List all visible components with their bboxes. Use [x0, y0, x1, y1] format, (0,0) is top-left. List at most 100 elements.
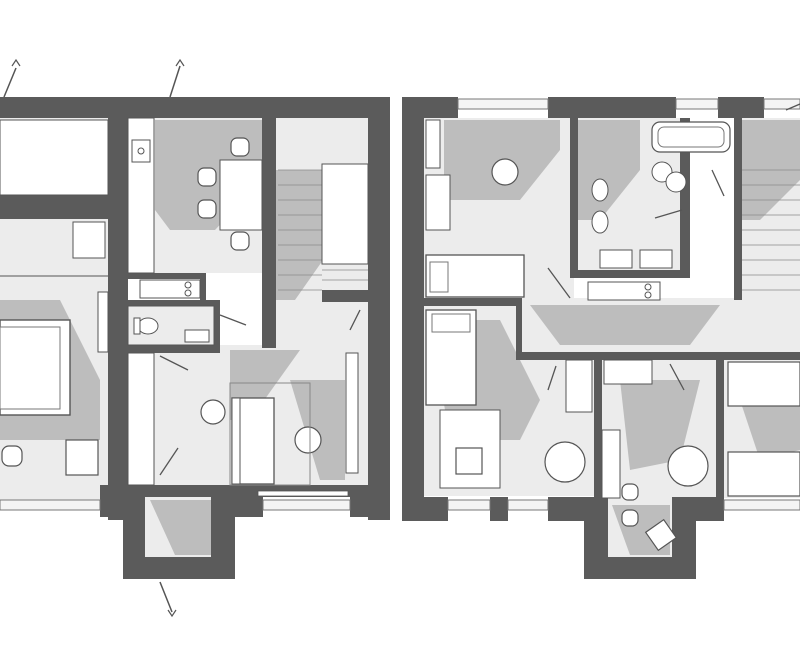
section-arrow-icon	[3, 58, 21, 98]
round-table-icon	[667, 445, 709, 487]
window	[262, 499, 351, 511]
window	[447, 499, 491, 511]
pillow	[431, 313, 471, 333]
sink-icon	[131, 139, 151, 163]
wall	[594, 352, 602, 557]
wall	[128, 300, 220, 306]
wall	[584, 557, 696, 579]
wall	[548, 97, 676, 118]
shelf-unit	[603, 359, 653, 385]
section-arrow-icon	[547, 267, 571, 299]
wall	[402, 97, 458, 118]
chair-icon	[621, 509, 639, 527]
window	[763, 98, 800, 110]
round-table-icon	[491, 158, 519, 186]
bathtub-icon	[651, 121, 731, 153]
wall	[108, 97, 128, 520]
sink-icon	[184, 329, 210, 343]
section-arrow-icon	[785, 103, 800, 111]
section-arrow-icon	[159, 581, 177, 618]
section-arrow-icon	[547, 365, 557, 391]
floor-plan-upper	[402, 97, 800, 579]
section-arrow-icon	[219, 314, 247, 326]
round-table-icon	[544, 441, 586, 483]
media-unit	[97, 291, 109, 353]
wall	[424, 298, 522, 306]
tv-unit	[345, 352, 359, 474]
round-table-icon	[200, 399, 226, 425]
section-arrow-icon	[711, 169, 725, 197]
kitchen-island	[219, 159, 263, 231]
shadow-patch	[290, 380, 345, 480]
wall	[368, 97, 390, 520]
wardrobe	[425, 174, 451, 231]
shadow-patch	[276, 170, 330, 300]
stair-core	[321, 163, 369, 265]
cooktop-icon	[139, 279, 201, 299]
chair-icon	[197, 167, 217, 187]
storage-unit	[565, 359, 593, 413]
chair-icon	[197, 199, 217, 219]
shower-fixture	[651, 161, 687, 193]
radiator	[257, 490, 349, 497]
wall	[402, 497, 448, 521]
section-arrow-icon	[169, 58, 185, 98]
wall	[214, 300, 220, 345]
chair-icon	[230, 137, 250, 157]
sofa-back	[231, 397, 241, 485]
chair-icon	[230, 231, 250, 251]
shelf-unit	[425, 119, 441, 169]
wall	[0, 97, 390, 118]
wall	[672, 497, 724, 521]
section-arrow-icon	[349, 309, 361, 331]
floor-plan-lower	[0, 58, 390, 618]
pillow	[429, 261, 449, 293]
desk	[65, 439, 99, 476]
wardrobe	[127, 352, 155, 486]
section-arrow-icon	[669, 363, 685, 391]
round-table-icon	[294, 426, 322, 454]
wall	[490, 497, 508, 521]
wall	[716, 352, 724, 498]
wall	[402, 97, 424, 520]
window	[675, 98, 719, 110]
section-arrow-icon	[159, 447, 179, 476]
wall	[570, 270, 690, 278]
wall	[718, 97, 764, 118]
utility-box	[0, 119, 109, 196]
chair-icon	[621, 483, 639, 501]
wall	[516, 298, 522, 356]
sofa	[727, 361, 800, 407]
toilet-icon	[133, 317, 159, 335]
tall-cabinet	[72, 221, 106, 259]
wall	[570, 118, 578, 273]
chair-icon	[1, 445, 23, 467]
cooktop-icon	[587, 281, 661, 301]
wall	[322, 290, 370, 302]
section-arrow-icon	[159, 355, 189, 371]
sofa	[727, 451, 800, 497]
wall	[128, 345, 220, 353]
chair-icon	[455, 447, 483, 475]
window	[457, 98, 549, 110]
wall	[734, 118, 742, 300]
staircase	[278, 169, 368, 291]
section-arrow-icon	[654, 209, 683, 219]
wall	[350, 497, 390, 517]
wall	[680, 118, 690, 273]
wall	[516, 352, 800, 360]
shadow-patch	[530, 305, 720, 345]
window	[507, 499, 549, 511]
sink-icon	[599, 249, 673, 269]
wall	[0, 195, 108, 219]
chair-icon	[644, 518, 678, 552]
sofa-cushion	[0, 326, 61, 410]
wall	[262, 118, 276, 348]
wall	[123, 557, 235, 579]
toilet-icon	[591, 178, 609, 234]
shadow-patch	[150, 500, 211, 555]
bench	[601, 429, 621, 499]
rug	[229, 382, 311, 486]
